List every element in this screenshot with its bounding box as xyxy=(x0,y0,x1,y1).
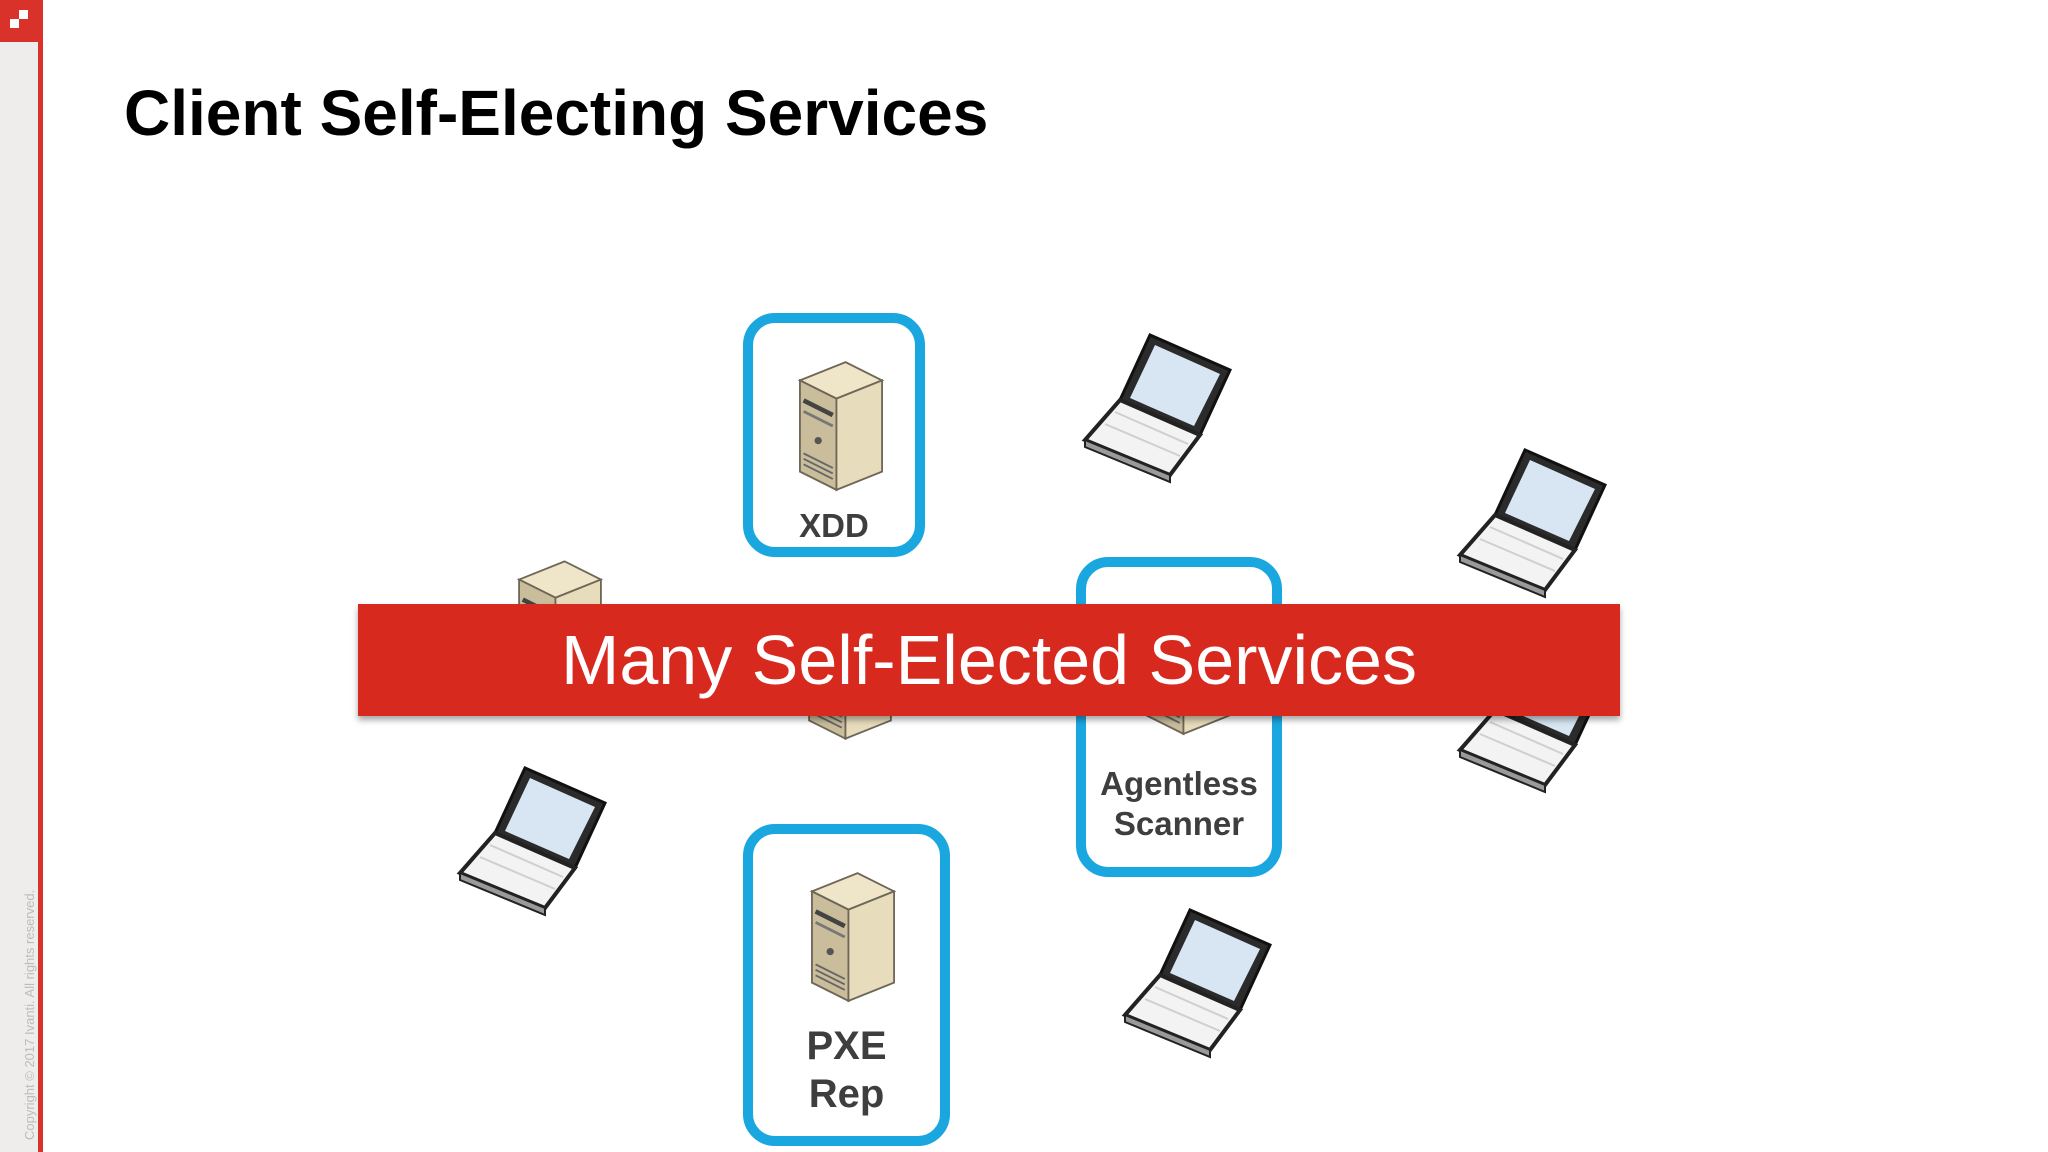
agentless-scanner-label-line1: Agentless xyxy=(1100,765,1258,802)
xdd-node: XDD xyxy=(743,313,925,557)
laptop-icon xyxy=(1083,333,1232,484)
slide-title: Client Self-Electing Services xyxy=(124,77,989,149)
pxe-rep-label-line2: Rep xyxy=(808,1072,885,1116)
copyright-notice: Copyright © 2017 Ivanti. All rights rese… xyxy=(22,889,37,1140)
banner: Many Self-Elected Services xyxy=(358,604,1620,716)
laptop-icon xyxy=(458,766,607,917)
sidebar xyxy=(0,0,38,1152)
ivanti-logo-icon xyxy=(0,0,42,42)
laptop-icon xyxy=(1123,908,1272,1059)
pxe-rep-node: PXE Rep xyxy=(743,824,950,1146)
server-icon xyxy=(789,353,893,499)
laptop-icon xyxy=(1458,448,1607,599)
agentless-scanner-node: Agentless Scanner xyxy=(1076,557,1282,877)
sidebar-accent-line xyxy=(38,0,43,1152)
xdd-label: XDD xyxy=(799,507,869,544)
pxe-rep-label-line1: PXE xyxy=(806,1024,887,1068)
agentless-scanner-label-line2: Scanner xyxy=(1113,805,1245,842)
server-icon xyxy=(801,864,905,1010)
banner-text: Many Self-Elected Services xyxy=(561,621,1417,699)
